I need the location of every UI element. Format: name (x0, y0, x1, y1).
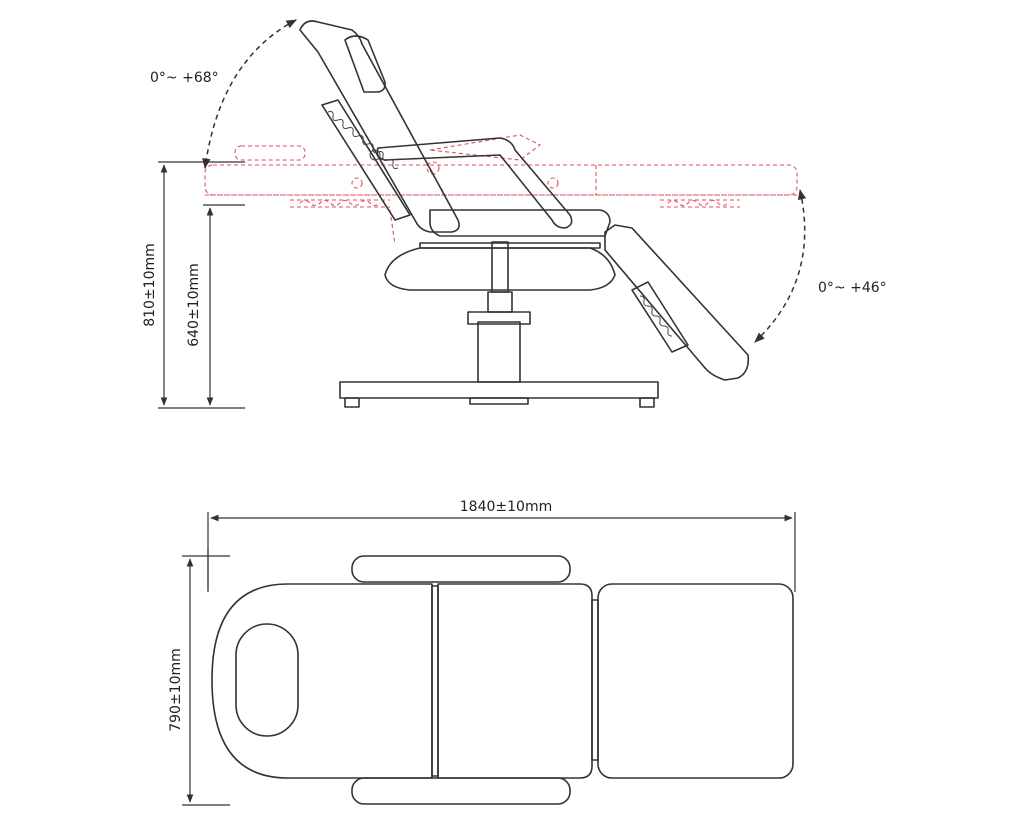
backrest-angle-arc (202, 19, 297, 170)
armrest-pad-top (351, 555, 571, 583)
leg-hinge (591, 599, 599, 761)
seat-base (384, 242, 616, 291)
base (339, 241, 659, 408)
legrest (604, 224, 750, 381)
armrest (376, 137, 573, 229)
overall-height-label: 810±10mm (142, 243, 158, 327)
seat-height-dimension: 640±10mm (186, 204, 245, 406)
face-hole (235, 623, 299, 737)
leg-section (597, 583, 794, 779)
side-view: 0°~ +68° 0°~ +46° 810±10mm 640±10mm (142, 19, 887, 409)
overall-height-dimension: 810±10mm (142, 161, 245, 409)
backrest-angle-label: 0°~ +68° (150, 70, 219, 86)
flat-position-outline (204, 134, 798, 246)
width-dimension: 790±10mm (168, 548, 230, 806)
top-view: 1840±10mm 790±10mm (168, 499, 796, 806)
backrest (299, 20, 460, 233)
seat-cushion (429, 209, 611, 237)
length-label: 1840±10mm (460, 499, 552, 515)
section-divider (431, 585, 439, 777)
length-dimension: 1840±10mm (207, 499, 796, 592)
width-label: 790±10mm (168, 648, 184, 732)
legrest-angle-label: 0°~ +46° (818, 280, 887, 296)
legrest-angle-arc (754, 188, 807, 343)
seat-section (437, 583, 593, 779)
armrest-pad-bottom (351, 777, 571, 805)
head-section (211, 583, 433, 779)
seat-height-label: 640±10mm (186, 263, 202, 347)
